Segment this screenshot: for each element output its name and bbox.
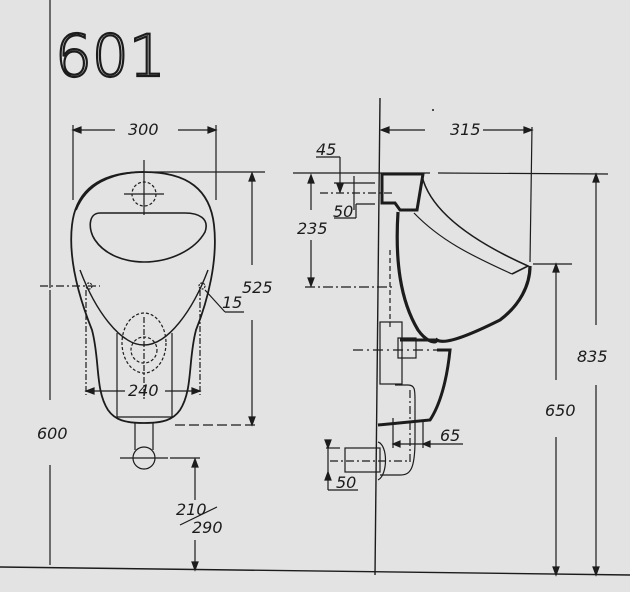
dim-inlet-offset: 45 bbox=[316, 140, 336, 159]
dim-fixing-height: 600 bbox=[37, 424, 68, 443]
side-view bbox=[293, 97, 609, 577]
dim-depth: 315 bbox=[450, 120, 481, 139]
dim-trap-offset: 65 bbox=[440, 426, 460, 445]
front-view bbox=[0, 0, 630, 576]
dim-width: 300 bbox=[128, 120, 159, 139]
dim-inlet-to-fixing: 235 bbox=[297, 219, 328, 238]
dim-height: 525 bbox=[242, 278, 273, 297]
dim-top-height: 835 bbox=[577, 347, 608, 366]
dim-outlet-height: 210 bbox=[176, 500, 207, 519]
dim-outlet-diameter: 50 bbox=[336, 473, 356, 492]
dim-hole-offset: 15 bbox=[222, 293, 242, 312]
speck bbox=[432, 109, 434, 111]
dim-bracket-spacing: 240 bbox=[128, 381, 159, 400]
dim-inlet-diameter: 50 bbox=[333, 202, 353, 221]
model-number: 601 bbox=[55, 22, 166, 90]
dim-outlet-height-alt: 290 bbox=[192, 518, 223, 537]
dim-rim-height: 650 bbox=[545, 401, 576, 420]
